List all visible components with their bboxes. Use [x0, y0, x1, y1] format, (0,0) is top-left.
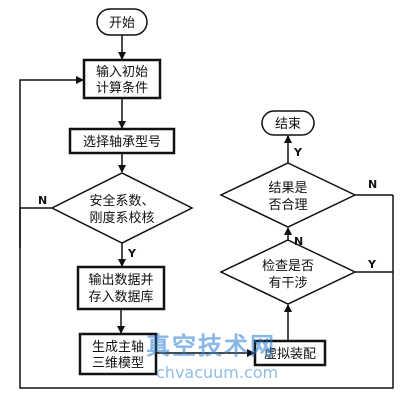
output-text-2: 存入数据库 — [88, 289, 153, 305]
reasonable-yes-label: Y — [293, 146, 303, 159]
model-box — [78, 332, 158, 376]
reasonable-text-1: 结果是 — [268, 181, 307, 196]
check-text-2: 刚度系校核 — [89, 210, 154, 226]
reasonable-text-2: 否合理 — [268, 198, 307, 213]
input-text-1: 输入初始 — [96, 64, 148, 80]
interference-no-label: N — [294, 235, 303, 248]
interference-yes-label: Y — [367, 258, 377, 271]
assembly-box — [253, 339, 327, 367]
output-box — [76, 265, 166, 311]
input-text-2: 计算条件 — [96, 80, 148, 96]
output-text-1: 输出数据并 — [88, 272, 153, 288]
end-text: 结束 — [275, 117, 301, 132]
interference-text-2: 有干涉 — [268, 276, 307, 291]
watermark-cn: 真空技术网 — [146, 331, 276, 360]
check-text-1: 安全系数、 — [89, 193, 154, 209]
assembly-text: 虚拟装配 — [264, 347, 316, 362]
select-box — [68, 127, 176, 155]
check-no-label: N — [38, 194, 47, 207]
select-text: 选择轴承型号 — [83, 135, 161, 150]
arrow-check-no-loop — [19, 207, 52, 248]
model-text-2: 三维模型 — [92, 356, 144, 371]
model-text-1: 生成主轴 — [92, 340, 144, 355]
input-box — [82, 58, 162, 100]
interference-text-1: 检查是否 — [262, 259, 314, 274]
start-text: 开始 — [109, 16, 135, 31]
reasonable-no-label: N — [368, 178, 377, 191]
watermark-url: chvacuum.com — [156, 363, 278, 382]
arrow-main-feedback-loop — [19, 76, 394, 389]
check-yes-label: Y — [127, 247, 137, 260]
